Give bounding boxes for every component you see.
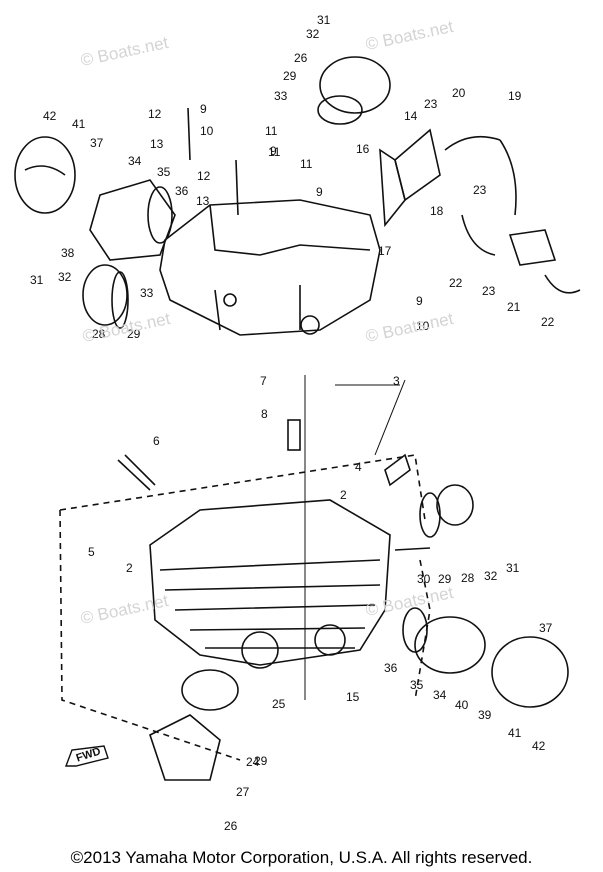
part-number-label: 34 bbox=[433, 688, 447, 702]
part-number-label: 37 bbox=[90, 136, 104, 150]
part-number-label: 22 bbox=[449, 276, 463, 290]
part-number-label: 32 bbox=[306, 27, 320, 41]
hose-22-left bbox=[461, 214, 496, 256]
part-number-label: 14 bbox=[404, 109, 418, 123]
part-number-label: 42 bbox=[532, 739, 546, 753]
part-number-label: 32 bbox=[484, 569, 498, 583]
part-number-label: 15 bbox=[346, 690, 360, 704]
left-cover bbox=[14, 136, 76, 214]
part-number-label: 2 bbox=[126, 561, 133, 575]
part-number-label: 12 bbox=[148, 107, 162, 121]
hose-20 bbox=[444, 135, 501, 151]
fwd-arrow-icon: FWD bbox=[64, 744, 110, 770]
part-number-label: 13 bbox=[196, 194, 210, 208]
part-number-label: 26 bbox=[224, 819, 238, 833]
part-number-label: 17 bbox=[378, 244, 392, 258]
cylinder-head bbox=[149, 499, 391, 666]
part-number-label: 34 bbox=[128, 154, 142, 168]
part-number-label: 5 bbox=[88, 545, 95, 559]
copyright-notice: ©2013 Yamaha Motor Corporation, U.S.A. A… bbox=[70, 848, 533, 867]
right-tappet-cover bbox=[414, 616, 486, 674]
part-number-label: 27 bbox=[236, 785, 250, 799]
part-number-label: 9 bbox=[416, 294, 423, 308]
part-number-label: 39 bbox=[478, 708, 492, 722]
part-number-label: 9 bbox=[200, 102, 207, 116]
part-number-label: 30 bbox=[417, 572, 431, 586]
part-number-label: 36 bbox=[384, 661, 398, 675]
lower-cover bbox=[149, 714, 221, 781]
camshaft-housing bbox=[159, 199, 381, 336]
part-number-label: 16 bbox=[356, 142, 370, 156]
part-number-label: 29 bbox=[254, 754, 268, 768]
part-number-label: 8 bbox=[261, 407, 268, 421]
part-number-label: 10 bbox=[416, 319, 430, 333]
part-number-label: 28 bbox=[92, 327, 106, 341]
part-number-label: 29 bbox=[127, 327, 141, 341]
part-number-label: 38 bbox=[61, 246, 75, 260]
part-number-label: 6 bbox=[153, 434, 160, 448]
part-number-label: 40 bbox=[455, 698, 469, 712]
part-number-label: 35 bbox=[157, 165, 171, 179]
part-number-label: 32 bbox=[58, 270, 72, 284]
part-number-label: 22 bbox=[541, 315, 555, 329]
hose-22-right bbox=[544, 274, 581, 294]
part-number-label: 13 bbox=[150, 137, 164, 151]
top-cover bbox=[319, 56, 391, 114]
left-tappet-cover bbox=[89, 179, 176, 261]
part-number-label: 29 bbox=[438, 572, 452, 586]
part-number-label: 31 bbox=[506, 561, 520, 575]
part-number-label: 37 bbox=[539, 621, 553, 635]
part-number-label: 3 bbox=[393, 374, 400, 388]
part-number-label: 11 bbox=[300, 157, 313, 171]
part-number-label: 9 bbox=[316, 185, 323, 199]
part-number-label: 31 bbox=[30, 273, 44, 287]
part-number-label: 11 bbox=[265, 124, 278, 138]
part-number-label: 21 bbox=[507, 300, 521, 314]
part-number-label: 23 bbox=[424, 97, 438, 111]
left-lower-cover bbox=[82, 264, 128, 326]
part-number-label: 4 bbox=[355, 460, 362, 474]
part-number-label: 29 bbox=[283, 69, 297, 83]
part-number-label: 26 bbox=[294, 51, 308, 65]
part-number-label: 31 bbox=[317, 13, 331, 27]
part-number-label: 23 bbox=[482, 284, 496, 298]
part-number-label: 35 bbox=[410, 678, 424, 692]
part-number-label: 23 bbox=[473, 183, 487, 197]
part-number-label: 10 bbox=[200, 124, 214, 138]
part-number-label: 41 bbox=[508, 726, 522, 740]
part-number-label: 24 bbox=[246, 755, 260, 769]
part-number-label: 9 bbox=[270, 144, 277, 158]
part-number-label: 36 bbox=[175, 184, 189, 198]
part-number-label: 33 bbox=[140, 286, 154, 300]
part-number-label: 20 bbox=[452, 86, 466, 100]
part-number-label: 18 bbox=[430, 204, 444, 218]
part-number-label: 28 bbox=[461, 571, 475, 585]
hose-19 bbox=[499, 139, 517, 216]
part-number-label: 7 bbox=[260, 374, 267, 388]
spark-plug bbox=[117, 454, 156, 491]
part-number-label: 19 bbox=[508, 89, 522, 103]
part-number-label: 2 bbox=[340, 488, 347, 502]
part-number-label: 33 bbox=[274, 89, 288, 103]
part-number-label: 25 bbox=[272, 697, 286, 711]
part-number-label: 12 bbox=[197, 169, 211, 183]
part-number-label: 41 bbox=[72, 117, 86, 131]
part-number-label: 11 bbox=[268, 145, 281, 159]
o-ring-29 bbox=[181, 669, 239, 711]
part-number-label: 42 bbox=[43, 109, 57, 123]
right-cover bbox=[491, 636, 569, 708]
